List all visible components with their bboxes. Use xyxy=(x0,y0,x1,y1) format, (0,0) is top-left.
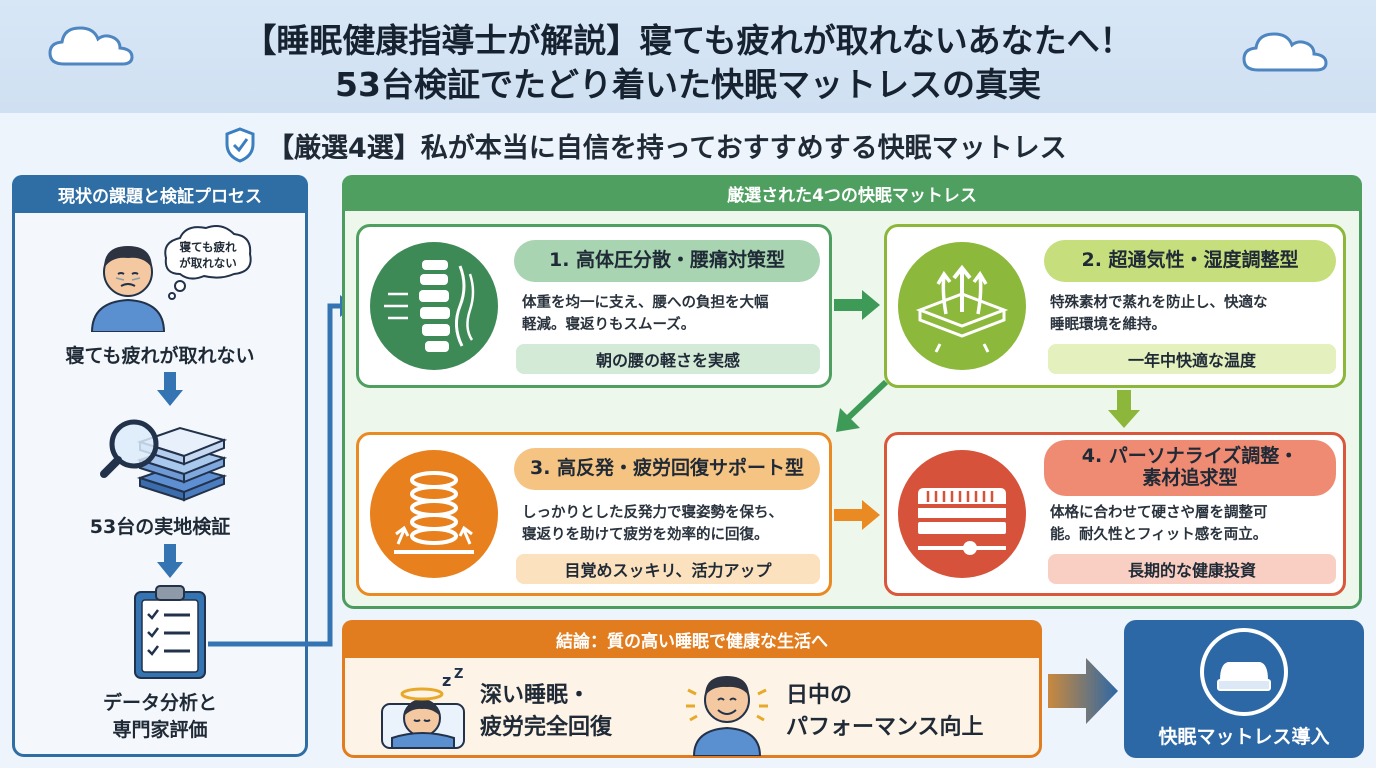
header-band xyxy=(0,0,1376,113)
happy-person-icon xyxy=(686,676,768,756)
spring-coil-icon xyxy=(370,450,498,578)
mattress-card-2-desc: 特殊素材で蒸れを防止し、快適な 睡眠環境を維持。 xyxy=(1050,295,1268,334)
adjustable-mattress-icon xyxy=(898,450,1026,578)
mattress-card-1-benefit: 朝の腰の軽さを実感 xyxy=(516,344,820,374)
thought-bubble-text: 寝ても疲れ が取れない xyxy=(179,240,237,270)
mattress-inspection-icon xyxy=(100,419,228,502)
step-label-verification: 53台の実地検証 xyxy=(89,516,231,538)
thought-bubble-icon xyxy=(164,225,252,300)
final-result-label: 快眠マットレス導入 xyxy=(1158,726,1330,748)
cloud-icon xyxy=(48,26,134,66)
mattress-card-3-desc: しっかりとした反発力で寝姿勢を保ち、 寝返りを助けて疲労を効率的に回復。 xyxy=(522,505,783,544)
shield-check-icon xyxy=(225,127,255,163)
mattress-card-2-benefit: 一年中快適な温度 xyxy=(1048,344,1336,374)
mattress-card-4-benefit: 長期的な健康投資 xyxy=(1048,554,1336,584)
tired-person-icon xyxy=(90,246,166,332)
mattress-card-1-desc: 体重を均一に支え、腰への負担を大幅 軽減。寝返りもスムーズ。 xyxy=(522,295,769,334)
connector-arrow xyxy=(208,295,354,647)
mattress-card-2-title: 2. 超通気性・湿度調整型 xyxy=(1044,240,1336,282)
step-label-problem: 寝ても疲れが取れない xyxy=(65,345,255,367)
breathable-airflow-icon xyxy=(898,242,1026,370)
benefit-deep-sleep: 深い睡眠・ 疲労完全回復 xyxy=(480,683,613,740)
page-title: 【睡眠健康指導士が解説】寝ても疲れが取れないあなたへ！ xyxy=(243,21,1133,60)
right-arrow-icon xyxy=(834,500,880,530)
mattress-selection-heading: 厳選された4つの快眠マットレス xyxy=(342,175,1362,211)
right-arrow-icon xyxy=(1048,658,1118,724)
process-panel-heading: 現状の課題と検証プロセス xyxy=(12,175,308,213)
spine-icon xyxy=(370,242,498,370)
subtitle-text: 【厳選4選】私が本当に自信を持っておすすめする快眠マットレス xyxy=(267,132,1067,164)
diagonal-arrow-icon xyxy=(836,379,889,432)
mattress-card-4-title: 4. パーソナライズ調整・ 素材追求型 xyxy=(1044,440,1336,496)
page-title-line2: 53台検証でたどり着いた快眠マットレスの真実 xyxy=(335,65,1041,104)
clipboard-checklist-icon xyxy=(134,585,206,679)
svg-text:Z: Z xyxy=(454,668,463,682)
subtitle: 【厳選4選】私が本当に自信を持っておすすめする快眠マットレス xyxy=(225,124,1155,166)
svg-text:z: z xyxy=(442,671,451,690)
conclusion-heading: 結論：質の高い睡眠で健康な生活へ xyxy=(342,620,1042,658)
right-arrow-icon xyxy=(834,290,880,320)
benefit-performance: 日中の パフォーマンス向上 xyxy=(786,683,984,740)
mattress-card-3-title: 3. 高反発・疲労回復サポート型 xyxy=(514,448,820,490)
step-label-analysis: データ分析と 専門家評価 xyxy=(102,692,217,741)
down-arrow-icon xyxy=(157,544,183,578)
down-arrow-icon xyxy=(1108,390,1140,428)
mattress-icon xyxy=(1200,628,1288,716)
mattress-card-1-title: 1. 高体圧分散・腰痛対策型 xyxy=(514,240,820,282)
mattress-card-3-benefit: 目覚めスッキリ、活力アップ xyxy=(516,554,820,584)
sleeping-person-icon: z Z xyxy=(381,668,465,749)
cloud-icon xyxy=(1242,32,1328,72)
down-arrow-icon xyxy=(157,372,183,406)
mattress-card-4-desc: 体格に合わせて硬さや層を調整可 能。耐久性とフィット感を両立。 xyxy=(1050,505,1268,544)
